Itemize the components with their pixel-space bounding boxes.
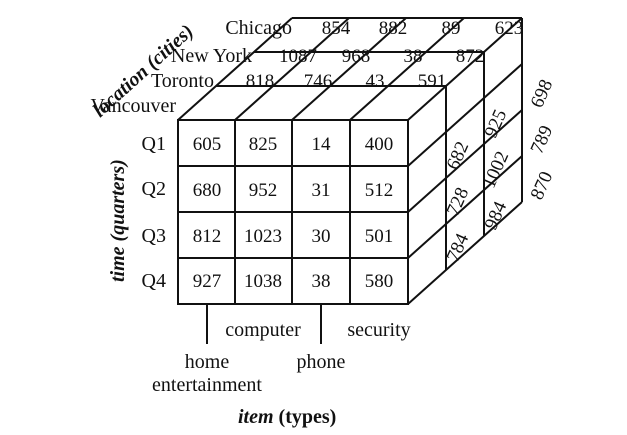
cell-q1-security: 400 [365,134,394,155]
quarter-label-q2: Q2 [142,178,166,200]
cell-q2-phone: 31 [312,180,331,201]
item-label-home-line1: home [185,351,230,373]
cell-q4-home: 927 [193,271,222,292]
cell-q1-computer: 825 [249,134,278,155]
item-ticks [206,304,322,344]
quarter-label-q3: Q3 [142,225,166,247]
city-label-chicago: Chicago [225,17,292,39]
cell-q4-computer: 1038 [244,271,282,292]
city-label-vancouver: Vancouver [90,95,176,117]
side-chicago-q3: 870 [527,168,558,203]
cube-wireframe [177,17,523,305]
side-chicago-q1: 698 [527,76,558,111]
item-label-security: security [347,319,410,341]
top-toronto-computer: 746 [304,71,333,92]
item-label-phone: phone [297,351,346,373]
item-label-home-line2: entertainment [152,374,262,396]
side-toronto-q2: 728 [443,184,474,219]
cell-q3-security: 501 [365,226,394,247]
front-values: 605 825 14 400 680 952 31 512 812 1023 3… [193,134,394,292]
top-newyork-computer: 968 [342,46,371,67]
time-axis-title: time (quarters) [107,159,129,282]
side-toronto-q1: 682 [443,138,474,173]
side-values: 682 728 784 925 1002 984 698 789 870 [443,76,558,265]
top-values: 854 882 89 623 1087 968 38 872 818 746 4… [246,18,524,92]
cell-q2-home: 680 [193,180,222,201]
top-newyork-phone: 38 [404,46,423,67]
top-toronto-home: 818 [246,71,275,92]
cell-q1-home: 605 [193,134,222,155]
city-label-new-york: New York [171,45,252,67]
top-newyork-home: 1087 [279,46,317,67]
cell-q4-phone: 38 [312,271,331,292]
top-chicago-security: 623 [495,18,524,39]
cell-q1-phone: 14 [312,134,332,155]
cell-q3-phone: 30 [312,226,331,247]
top-toronto-security: 591 [418,71,447,92]
quarter-label-q4: Q4 [142,270,166,292]
top-newyork-security: 872 [456,46,485,67]
top-chicago-phone: 89 [442,18,461,39]
side-newyork-q1: 925 [481,106,512,141]
top-chicago-computer: 882 [379,18,408,39]
side-toronto-q3: 784 [443,230,474,265]
item-axis-title: item (types) [238,406,336,428]
quarter-label-q1: Q1 [142,133,166,155]
cell-q4-security: 580 [365,271,394,292]
item-label-computer: computer [225,319,301,341]
top-chicago-home: 854 [322,18,351,39]
side-chicago-q2: 789 [527,122,558,157]
city-label-toronto: Toronto [151,70,214,92]
top-toronto-phone: 43 [366,71,385,92]
cell-q2-security: 512 [365,180,394,201]
cell-q2-computer: 952 [249,180,278,201]
cell-q3-home: 812 [193,226,222,247]
cell-q3-computer: 1023 [244,226,282,247]
side-newyork-q3: 984 [481,198,512,233]
